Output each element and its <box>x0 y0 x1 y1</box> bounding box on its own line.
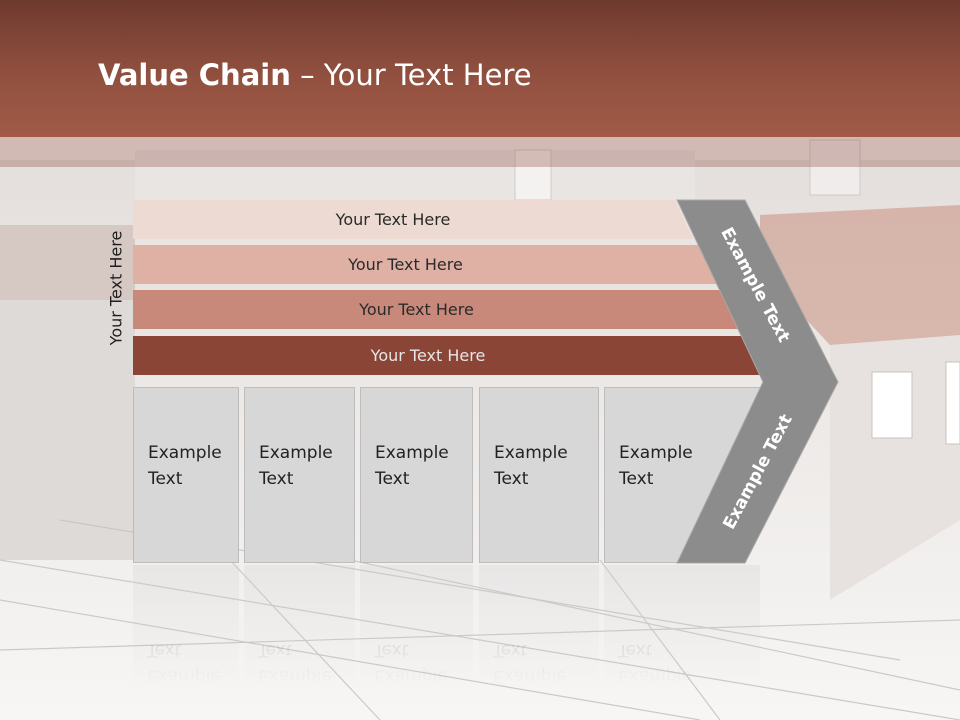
box-2: Example Text <box>244 387 355 563</box>
box-3: Example Text <box>360 387 473 563</box>
title-bar <box>0 0 960 137</box>
box-3-line2: Text <box>375 469 410 489</box>
bar-1-label: Your Text Here <box>335 210 451 229</box>
bar-1: Your Text Here <box>133 200 693 239</box>
title-bold: Value Chain <box>98 58 291 92</box>
box-1-line2: Text <box>148 469 183 489</box>
bar-2: Your Text Here <box>133 245 718 284</box>
box-2-line2: Text <box>259 469 294 489</box>
title-band <box>0 137 960 167</box>
bar-2-label: Your Text Here <box>348 255 463 274</box>
box-5-line2: Text <box>619 469 654 489</box>
slide-title: Value Chain – Your Text Here <box>98 55 532 95</box>
box-1-line1: Example <box>148 443 222 463</box>
box-3-line1: Example <box>375 443 449 463</box>
bar-3: Your Text Here <box>133 290 740 329</box>
title-rest: – Your Text Here <box>290 58 532 92</box>
bar-3-label: Your Text Here <box>359 300 474 319</box>
box-4: Example Text <box>479 387 599 563</box>
box-5-line1: Example <box>619 443 693 463</box>
box-1: Example Text <box>133 387 239 563</box>
box-4-line2: Text <box>494 469 529 489</box>
bar-4-label: Your Text Here <box>370 346 486 365</box>
side-label: Your Text Here <box>106 230 126 346</box>
bar-4: Your Text Here <box>133 336 763 375</box>
box-2-line1: Example <box>259 443 333 463</box>
box-4-line1: Example <box>494 443 568 463</box>
